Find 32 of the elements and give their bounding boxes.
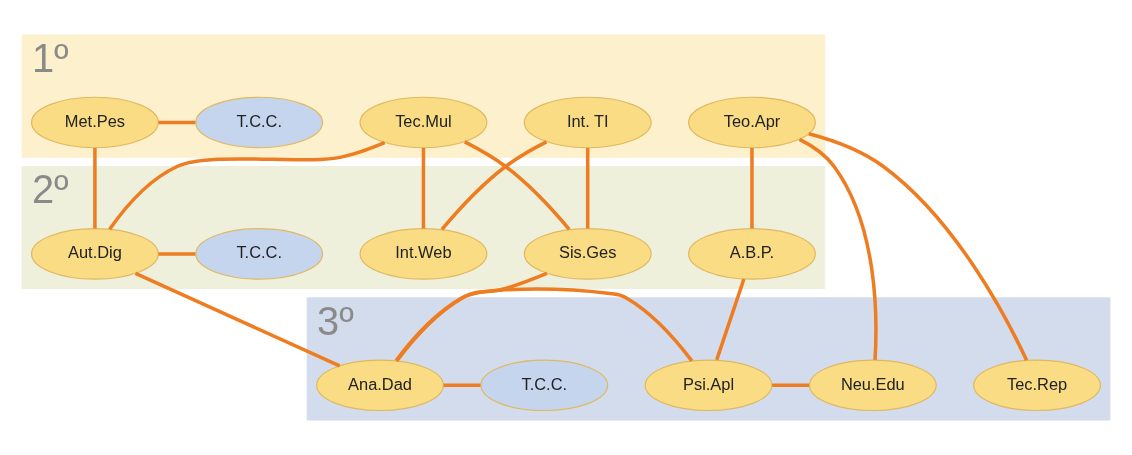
node-ellipse: T.C.C.	[195, 228, 324, 280]
connector	[808, 132, 1029, 362]
connector	[93, 147, 97, 229]
connector	[798, 137, 878, 360]
node-ellipse: Int. TI	[523, 96, 652, 149]
connector	[108, 140, 386, 231]
connector	[158, 252, 196, 256]
connector	[421, 147, 426, 229]
node-ellipse: Tec.Mul	[359, 96, 488, 149]
connector	[394, 271, 548, 362]
connector	[443, 383, 481, 388]
node-ellipse: Neu.Edu	[808, 359, 937, 412]
connector	[440, 140, 548, 231]
node-ellipse: Tec.Rep	[973, 359, 1102, 412]
connector	[463, 140, 571, 231]
connector	[134, 271, 341, 368]
connector	[158, 120, 196, 125]
node-ellipse: T.C.C.	[480, 359, 609, 412]
node-ellipse: Sis.Ges	[523, 228, 652, 280]
node-ellipse: Int.Web	[359, 228, 488, 280]
connector	[585, 147, 590, 229]
node-ellipse: Aut.Dig	[30, 228, 159, 280]
node-ellipse: A.B.P.	[688, 228, 816, 280]
node-ellipse: T.C.C.	[195, 96, 324, 149]
connector	[715, 278, 746, 361]
node-ellipse: Met.Pes	[30, 96, 159, 149]
node-ellipse: Teo.Apr	[688, 96, 816, 149]
connector	[772, 383, 810, 388]
connector	[395, 287, 694, 362]
node-ellipse: Psi.Apl	[644, 359, 773, 412]
node-ellipse: Ana.Dad	[316, 359, 444, 412]
connector	[750, 147, 754, 229]
